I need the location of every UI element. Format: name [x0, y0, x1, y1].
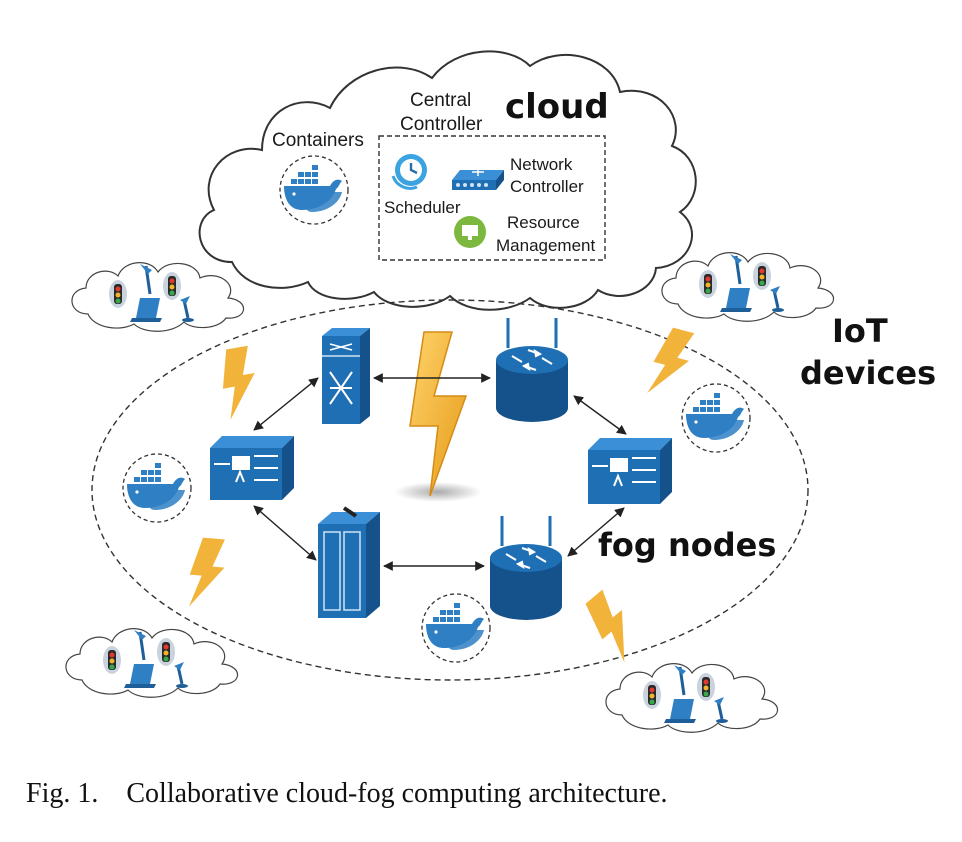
docker-icon-bottom: [422, 594, 490, 662]
central-controller-box: [378, 135, 606, 261]
central-controller-label-1: Central: [410, 90, 471, 111]
fog-node-left: [210, 436, 294, 500]
lightning-icon-bottom-right: [577, 588, 649, 664]
fog-server-icon: [318, 506, 380, 618]
cloud-fog-architecture-diagram: cloud Central Controller Containers Sche…: [64, 50, 936, 734]
monitor-icon: [454, 216, 486, 248]
docker-icon-left: [123, 454, 191, 522]
resource-management-label-1: Resource: [507, 213, 580, 232]
link-leftnode-server: [253, 505, 317, 561]
lightning-icon-bottom-left: [186, 536, 227, 610]
fog-router-top: [494, 316, 570, 424]
link-switch-leftnode: [253, 377, 319, 431]
central-lightning-icon: [409, 331, 468, 497]
iot-devices-label-2: devices: [800, 354, 936, 392]
clock-icon: [391, 154, 427, 190]
cloud-shape: [198, 50, 697, 311]
containers-label: Containers: [272, 130, 364, 151]
iot-cloud-bottom-right: [604, 662, 780, 734]
iot-cloud-top-right: [660, 251, 836, 323]
fog-switch-icon: [322, 328, 370, 424]
figure-caption: Fig. 1. Collaborative cloud-fog computin…: [26, 778, 946, 810]
fog-nodes-label: fog nodes: [598, 526, 776, 564]
lightning-icon-top-left: [216, 345, 262, 421]
scheduler-label: Scheduler: [384, 198, 461, 217]
fog-router-bottom: [488, 514, 564, 622]
fog-layer-boundary: [91, 299, 809, 681]
caption-text: Collaborative cloud-fog computing archit…: [126, 778, 668, 809]
link-router-rightnode: [573, 395, 627, 435]
iot-cloud-bottom-left: [64, 627, 240, 699]
lightning-icon-top-right: [645, 325, 697, 402]
fog-node-right: [588, 438, 672, 504]
iot-devices-label-1: IoT: [832, 312, 888, 350]
network-controller-label-2: Controller: [510, 177, 584, 196]
central-controller-label-2: Controller: [400, 114, 483, 135]
lightning-shadow: [394, 482, 482, 502]
docker-icon-right: [682, 384, 750, 452]
resource-management-label-2: Management: [496, 236, 596, 255]
cloud-label: cloud: [505, 87, 609, 127]
link-router-rightnode-bottom: [567, 507, 625, 557]
network-controller-label-1: Network: [510, 155, 573, 174]
iot-cloud-top-left: [70, 261, 246, 333]
cloud-docker-icon: [280, 156, 348, 224]
switch-icon: [452, 168, 504, 190]
caption-number: Fig. 1.: [26, 778, 99, 809]
